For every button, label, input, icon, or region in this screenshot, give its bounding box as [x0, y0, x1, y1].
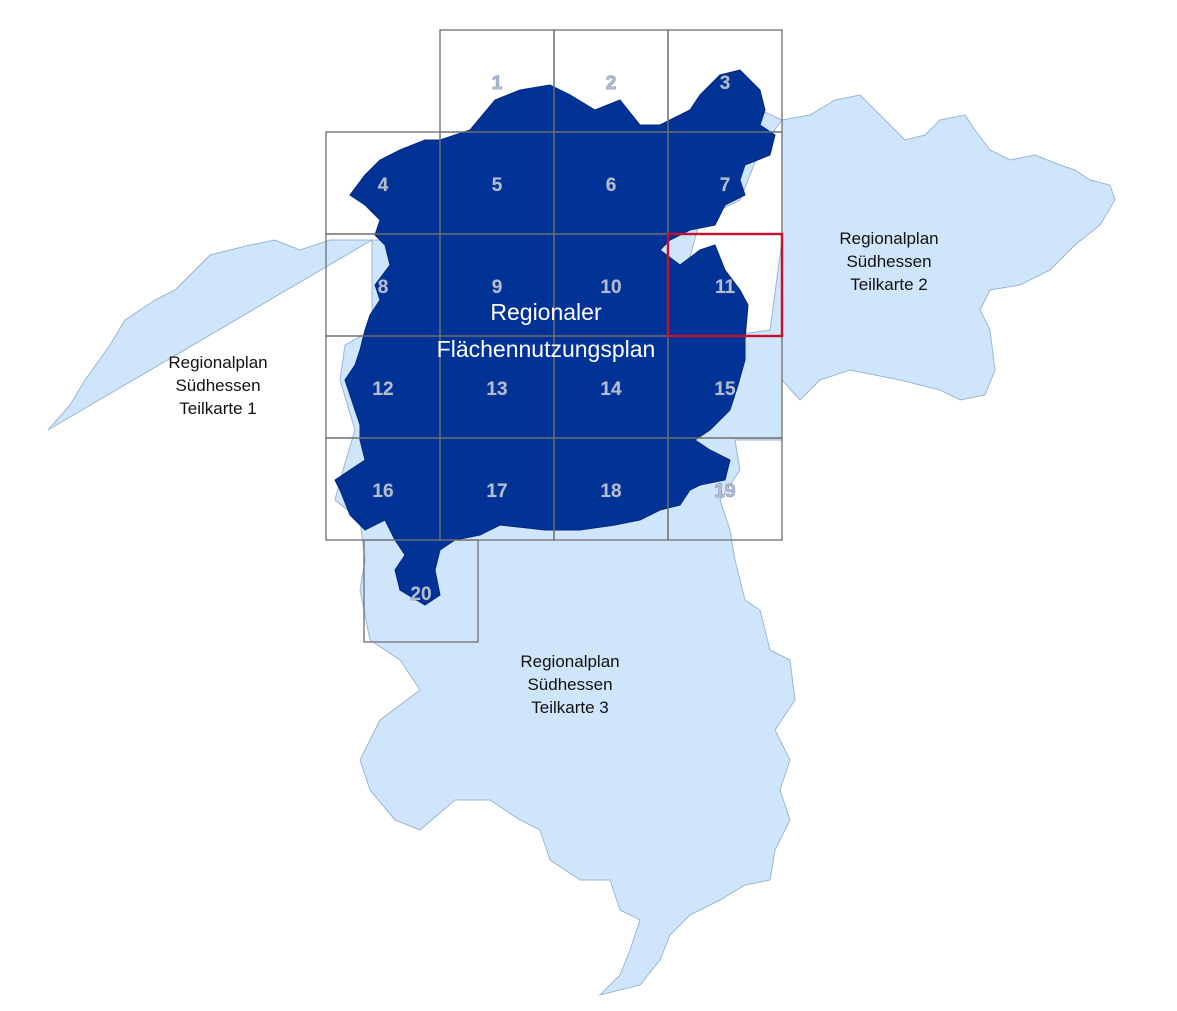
tile-label-7[interactable]: 7 — [719, 175, 731, 197]
tile-label-17[interactable]: 17 — [486, 481, 508, 503]
area-label-rfnp: Regionaler Flächennutzungsplan — [437, 299, 656, 362]
tile-label-6[interactable]: 6 — [605, 175, 617, 197]
teilkarte-1-line3: Teilkarte 1 — [179, 399, 256, 418]
tile-label-4[interactable]: 4 — [377, 175, 389, 197]
teilkarte-2-line3: Teilkarte 2 — [850, 275, 927, 294]
region-regionalplan — [47, 94, 1116, 996]
teilkarte-3-line1: Regionalplan — [520, 652, 619, 671]
teilkarte-2-line1: Regionalplan — [839, 229, 938, 248]
teilkarte-3-line2: Südhessen — [527, 675, 612, 694]
tile-label-9[interactable]: 9 — [491, 277, 503, 299]
teilkarte-1-line2: Südhessen — [175, 376, 260, 395]
region-flaechennutzungsplan — [334, 69, 776, 606]
tile-label-11[interactable]: 11 — [715, 277, 736, 299]
tile-label-13[interactable]: 13 — [486, 379, 508, 401]
tile-label-5[interactable]: 5 — [491, 175, 503, 197]
tile-19[interactable] — [667, 437, 783, 541]
tile-grid — [325, 29, 784, 643]
tile-label-10[interactable]: 10 — [600, 277, 622, 299]
rfnp-line2: Flächennutzungsplan — [437, 336, 656, 362]
area-label-teilkarte-1: Regionalplan Südhessen Teilkarte 1 — [168, 353, 267, 418]
rfnp-line1: Regionaler — [490, 299, 602, 325]
tile-label-2[interactable]: 2 — [605, 73, 617, 95]
teilkarte-2-line2: Südhessen — [846, 252, 931, 271]
tile-label-18[interactable]: 18 — [600, 481, 622, 503]
area-label-teilkarte-2: Regionalplan Südhessen Teilkarte 2 — [839, 229, 938, 294]
tile-numbers: 1 2 3 4 5 6 7 8 9 10 11 12 13 14 15 16 1… — [372, 73, 736, 606]
tile-label-12[interactable]: 12 — [372, 379, 394, 401]
tile-label-8[interactable]: 8 — [377, 277, 389, 299]
tile-label-20[interactable]: 20 — [410, 584, 432, 606]
tile-11-selected[interactable] — [666, 232, 784, 338]
tile-20[interactable] — [363, 539, 479, 643]
tile-label-1[interactable]: 1 — [491, 73, 503, 95]
tile-label-15[interactable]: 15 — [714, 379, 736, 401]
tile-label-16[interactable]: 16 — [372, 481, 394, 503]
tile-label-3[interactable]: 3 — [719, 73, 731, 95]
tile-label-14[interactable]: 14 — [600, 379, 622, 401]
area-label-teilkarte-3: Regionalplan Südhessen Teilkarte 3 — [520, 652, 619, 717]
teilkarte-3-line3: Teilkarte 3 — [531, 698, 608, 717]
teilkarte-1-line1: Regionalplan — [168, 353, 267, 372]
tile-label-19[interactable]: 19 — [714, 481, 736, 503]
